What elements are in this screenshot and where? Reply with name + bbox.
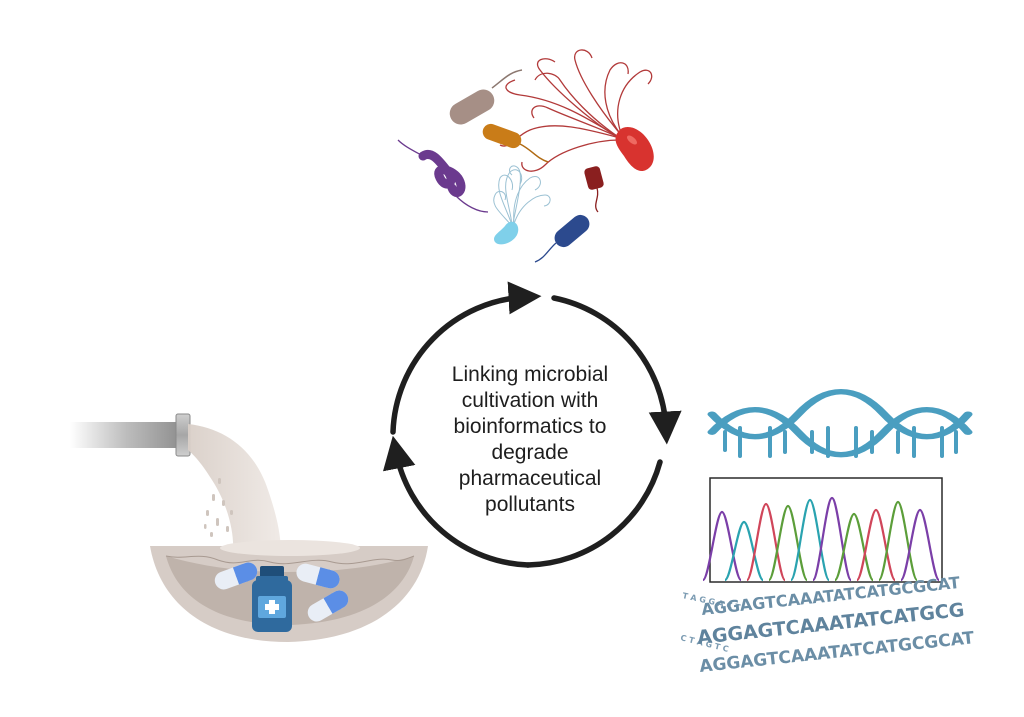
taupe-bacterium-icon (449, 69, 523, 125)
navy-bacterium-icon (534, 214, 590, 263)
center-label: Linking microbial cultivation with bioin… (415, 362, 645, 518)
dna-rungs (723, 426, 958, 458)
center-label-line-3: bioinformatics to (453, 415, 607, 438)
chromatogram-peak (855, 508, 897, 582)
chromatogram-peak (767, 504, 809, 582)
arrow-bottom-right (525, 459, 663, 568)
red-bacterium-icon (499, 49, 653, 172)
chromatogram-peak (899, 508, 941, 582)
center-label-line-1: Linking microbial (451, 363, 609, 386)
chromatogram-peak (701, 510, 743, 582)
dna-helix-icon (707, 389, 973, 458)
chromatogram-peak (811, 496, 853, 582)
center-label-line-6: pollutants (485, 493, 575, 516)
red-bacterium-body (615, 126, 654, 172)
darkred-bacterium-icon (584, 166, 604, 213)
chromatogram-peak (745, 502, 787, 582)
center-label-line-4: degrade (491, 441, 569, 464)
purple-spirillum-icon (397, 139, 489, 213)
chromatogram-peak (723, 520, 765, 582)
arrow-top-left (390, 281, 542, 435)
cycle-arrows-icon (382, 281, 682, 568)
center-label-line-2: cultivation with (461, 389, 599, 412)
medicine-bottle-icon (252, 566, 292, 632)
chromatogram-peak (877, 500, 919, 582)
center-label-line-5: pharmaceutical (458, 467, 602, 490)
water-drops (204, 478, 233, 537)
pipe-icon (70, 413, 191, 457)
arrow-top-right (551, 295, 682, 445)
wastewater-stream (188, 424, 281, 560)
chromatogram-icon (701, 477, 943, 583)
chromatogram-peaks (701, 496, 941, 582)
lightblue-bacterium-icon (493, 165, 551, 245)
bacteria-cluster-icon (397, 49, 654, 263)
pill-capsule-icon (214, 562, 349, 622)
arrow-bottom-left (382, 435, 531, 568)
chromatogram-peak (789, 498, 831, 582)
sequence-readout: T A G G A C T C T A G T C AGGAGTCAAATATC… (680, 573, 976, 677)
orange-bacterium-icon (482, 123, 549, 163)
chromatogram-peak (833, 512, 875, 582)
